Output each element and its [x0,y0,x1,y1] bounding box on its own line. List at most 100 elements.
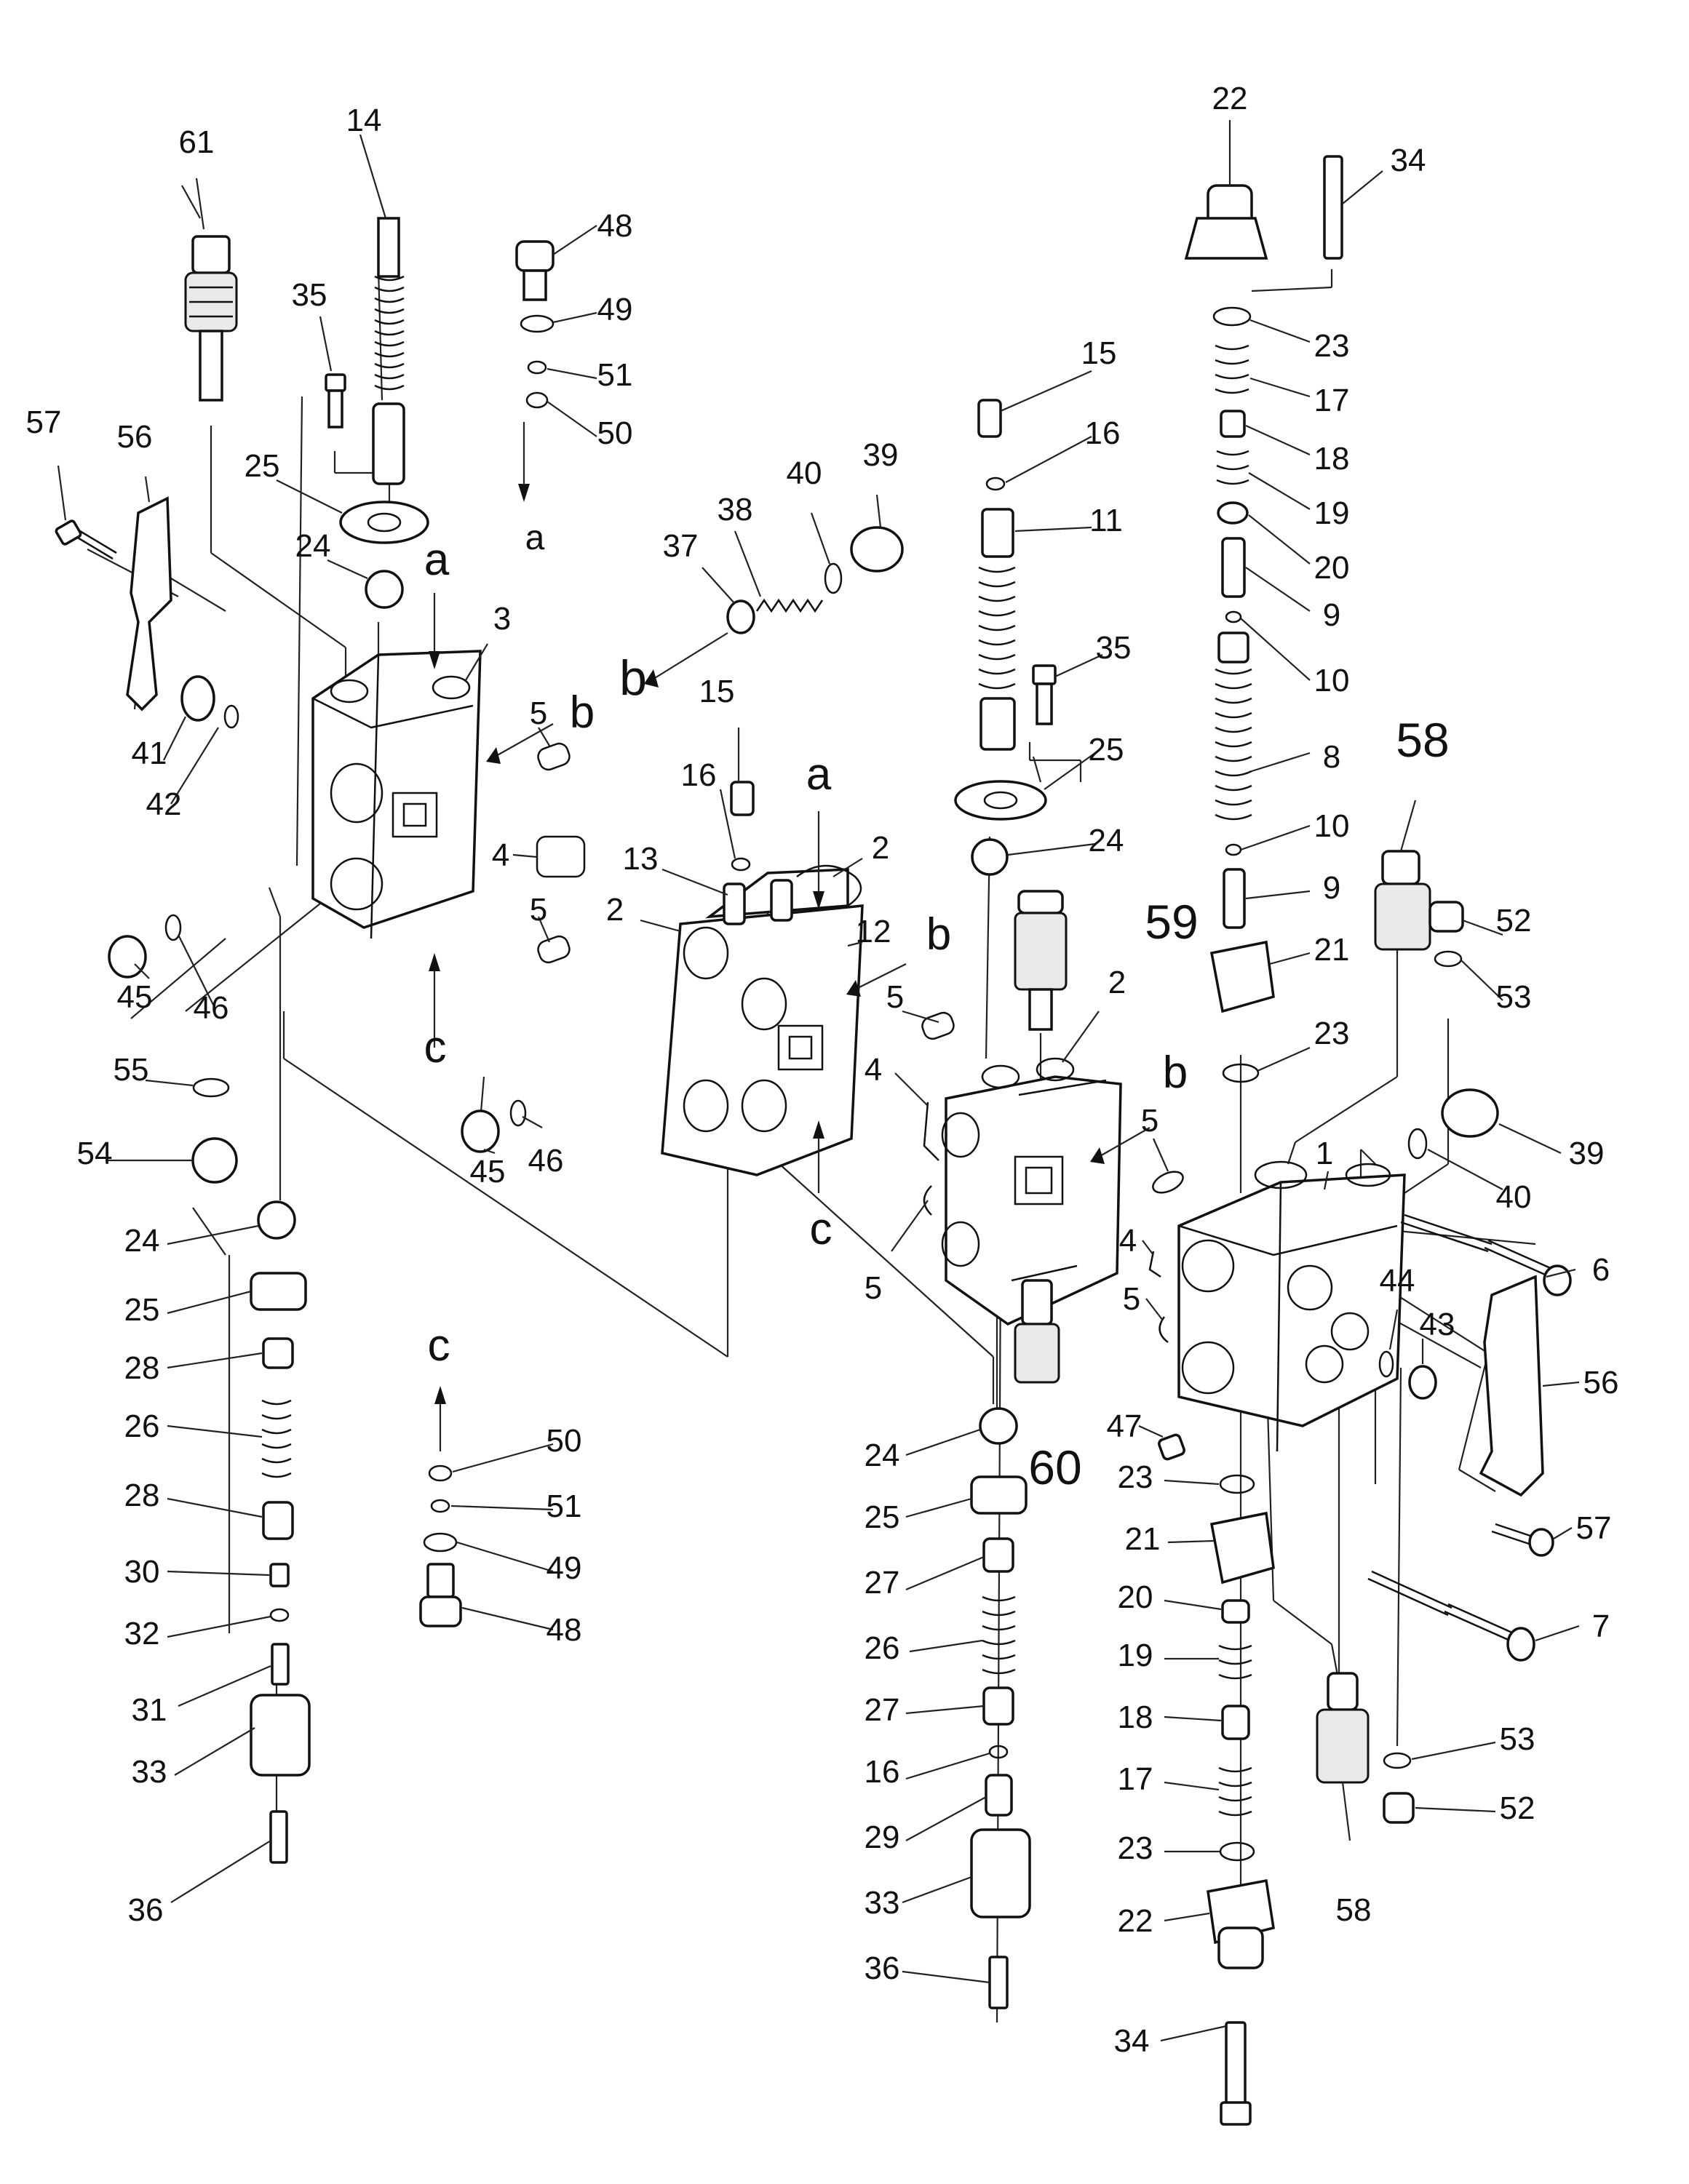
part-10-ring-top [1225,610,1242,623]
part-10-ring-low [1225,843,1242,856]
callout-label: 38 [718,492,753,527]
callout-label: 40 [1496,1179,1532,1215]
callout-label: 51 [547,1488,582,1524]
callout-label: 50 [547,1423,582,1459]
part-27-seat-b [982,1686,1014,1726]
callout-label: 51 [597,357,633,393]
part-11-spool [978,508,1016,751]
callout-label: 58 [1336,1892,1372,1928]
part-23-o-ring-c [1219,1474,1255,1494]
part-61-valve-assembly [184,235,238,402]
part-57-bolt-left [55,519,117,560]
callout-label: 20 [1314,550,1350,586]
callout-label: 28 [124,1478,160,1513]
part-9-pin-low [1223,868,1246,929]
callout-label: 8 [1323,739,1340,775]
part-47-plug-small [1158,1433,1185,1461]
part-4-gasket-a [536,835,586,878]
callout-label: 22 [1118,1903,1153,1939]
part-22-cap-low [1207,1878,1275,1969]
callout-label: 35 [292,277,327,313]
callout-label: 16 [681,757,717,793]
callout-label: 13 [623,841,659,877]
callout-label: 24 [865,1438,900,1473]
part-28-spring-seat-b [262,1501,294,1540]
part-29-piston [985,1774,1013,1817]
part-20-washer-low [1221,1599,1250,1624]
flow-arrows [429,422,1150,1451]
callout-label: 22 [1212,81,1248,116]
part-16-o-ring-b [985,477,1006,491]
callout-label: 52 [1500,1790,1535,1826]
part-17-spring-top [1215,344,1249,394]
callout-label: 50 [597,415,633,451]
callout-label: 56 [1583,1365,1619,1400]
callout-label: 17 [1118,1761,1153,1797]
part-16-o-ring-a [731,857,751,872]
part-28-spring-seat-a [262,1337,294,1369]
part-5-o-ring-c [921,1011,955,1040]
callout-label: 48 [597,208,633,244]
callout-label: 40 [787,455,822,491]
part-33-cover-right [970,1828,1031,1918]
flow-marker-label: c [810,1204,832,1254]
part-8-spool [1215,631,1252,821]
part-51-washer-low [430,1499,450,1513]
part-36-bolt-left [269,1810,288,1864]
callout-label: 57 [26,404,62,440]
part-56-bracket-left [126,496,172,712]
part-14-spool [372,217,405,485]
callout-label: 33 [865,1885,900,1921]
part-39-plug-b [1441,1088,1499,1138]
part-59-valve [1014,890,1068,1031]
flow-marker-label: c [428,1320,450,1371]
part-38-spring [755,598,824,613]
part-50-o-ring-top [525,391,549,409]
callout-label: 4 [1119,1223,1137,1259]
callout-label: 14 [346,103,382,138]
callout-label: 25 [1089,732,1124,768]
part-16-o-ring-c [988,1745,1009,1759]
callout-label: 2 [1108,965,1126,1000]
part-33-cover-left [250,1694,311,1777]
callout-label: 12 [856,914,891,949]
part-9-pin-top [1221,537,1246,598]
part-60-valve [1014,1279,1060,1384]
callout-label: 53 [1496,979,1532,1015]
callout-label: 54 [77,1136,113,1171]
callout-label: 36 [128,1892,164,1928]
part-4-gasket-c [1148,1251,1161,1278]
part-35-bolt-right [1032,664,1057,685]
callout-label: 29 [865,1820,900,1855]
part-2-valve-body-center [661,864,864,1176]
callout-label: 47 [1107,1408,1142,1444]
callout-label: 45 [470,1154,506,1189]
part-39-plug-a [850,526,904,573]
callout-label: 55 [114,1052,149,1088]
part-52-plug-low [1383,1792,1415,1824]
callout-label: 41 [132,736,167,771]
callout-label: 33 [132,1754,167,1790]
part-44-o-ring [1378,1350,1394,1378]
callout-label: 9 [1323,597,1340,633]
part-5-o-ring-a [537,742,571,771]
part-34-bolt-top [1323,155,1343,260]
part-20-washer-top [1217,501,1249,525]
callout-label: 2 [872,830,889,866]
callout-label: 23 [1118,1830,1153,1866]
callout-label: 46 [528,1143,564,1179]
callout-label: 57 [1576,1510,1612,1546]
part-31-screw [271,1643,290,1686]
callout-label: 18 [1118,1699,1153,1735]
callout-label: 27 [865,1565,900,1601]
part-25-flange-c [954,780,1047,821]
part-22-cap-top [1184,184,1268,260]
callout-label: 16 [1085,415,1121,451]
callout-label: 24 [1089,823,1124,858]
flow-marker-label: c [424,1022,447,1072]
callout-label: 49 [597,292,633,327]
part-19-spring-low [1218,1644,1252,1680]
